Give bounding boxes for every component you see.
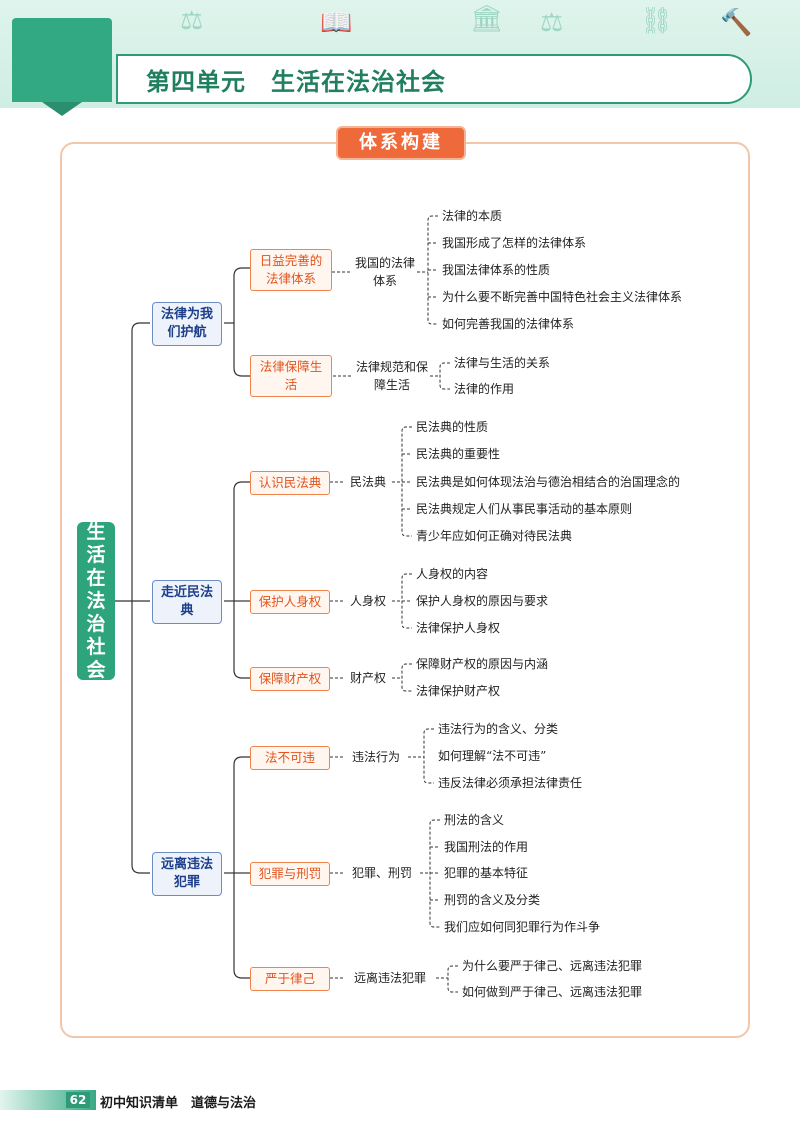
leaf: 犯罪的基本特征 [444, 866, 529, 880]
leaf: 保障财产权的原因与内涵 [416, 657, 549, 671]
topic-personal-rights: 人身权 [349, 594, 386, 608]
leaf: 刑罚的含义及分类 [444, 893, 541, 907]
node-self-discipline: 严于律己 [250, 967, 330, 991]
leaf: 为什么要严于律己、远离违法犯罪 [462, 959, 643, 973]
book-icon: 📖 [320, 8, 353, 38]
leaf: 民法典是如何体现法治与德治相结合的治国理念的 [416, 475, 681, 489]
footer-book-title: 初中知识清单 道德与法治 [100, 1096, 257, 1111]
leaf: 为什么要不断完善中国特色社会主义法律体系 [442, 290, 683, 304]
leaf: 违法行为的含义、分类 [438, 722, 559, 736]
leaf: 违反法律必须承担法律责任 [438, 776, 583, 790]
section-badge: 体系构建 [336, 126, 466, 160]
leaf: 法律的作用 [454, 382, 515, 396]
node-legal-system: 日益完善的法律体系 [250, 249, 332, 291]
unit-title: 第四单元 生活在法治社会 [146, 68, 446, 96]
scales-icon: ⚖ [180, 6, 204, 36]
bookmark-tab [12, 18, 112, 116]
node-property-rights: 保障财产权 [250, 667, 330, 691]
branch-avoid-crime: 远离违法犯罪 [152, 852, 222, 896]
leaf: 如何做到严于律己、远离违法犯罪 [462, 985, 643, 999]
leaf: 人身权的内容 [416, 567, 489, 581]
leaf: 法律保护财产权 [416, 684, 501, 698]
topic-our-legal-system: 我国的法律体系 [354, 256, 415, 288]
leaf: 刑法的含义 [444, 813, 505, 827]
node-law-protects-life: 法律保障生活 [250, 355, 332, 397]
handcuffs-icon: ⛓ [640, 6, 674, 36]
leaf: 我们应如何同犯罪行为作斗争 [444, 920, 601, 934]
unit-banner [116, 54, 752, 104]
branch-law-protection: 法律为我们护航 [152, 302, 222, 346]
topic-crime-punishment: 犯罪、刑罚 [351, 866, 412, 880]
scales-icon: ⚖ [540, 8, 564, 38]
leaf: 如何理解“法不可违” [438, 749, 547, 763]
topic-illegal-acts: 违法行为 [351, 750, 400, 764]
node-crime-punishment: 犯罪与刑罚 [250, 862, 330, 886]
leaf: 民法典规定人们从事民事活动的基本原则 [416, 502, 633, 516]
leaf: 青少年应如何正确对待民法典 [416, 529, 573, 543]
topic-avoid-crime: 远离违法犯罪 [353, 971, 426, 985]
leaf: 我国形成了怎样的法律体系 [442, 236, 587, 250]
leaf: 保护人身权的原因与要求 [416, 594, 549, 608]
node-personal-rights: 保护人身权 [250, 590, 330, 614]
leaf: 我国刑法的作用 [444, 840, 529, 854]
building-icon: 🏛 [470, 4, 504, 34]
root-label: 生活在法治社会 [86, 520, 106, 681]
topic-property-rights: 财产权 [349, 671, 386, 685]
mindmap-root: 生活在法治社会 [77, 520, 115, 681]
leaf: 如何完善我国的法律体系 [442, 317, 575, 331]
leaf: 法律与生活的关系 [454, 356, 551, 370]
leaf: 民法典的重要性 [416, 447, 501, 461]
gavel-icon: 🔨 [720, 8, 753, 38]
page-number: 62 [66, 1092, 90, 1108]
leaf: 民法典的性质 [416, 420, 489, 434]
topic-civil-code: 民法典 [349, 475, 386, 489]
topic-law-norms: 法律规范和保障生活 [355, 360, 428, 392]
leaf: 我国法律体系的性质 [442, 263, 551, 277]
leaf: 法律的本质 [442, 209, 503, 223]
node-know-civil-code: 认识民法典 [250, 471, 330, 495]
node-law-inviolable: 法不可违 [250, 746, 330, 770]
branch-civil-code: 走近民法典 [152, 580, 222, 624]
leaf: 法律保护人身权 [416, 621, 501, 635]
